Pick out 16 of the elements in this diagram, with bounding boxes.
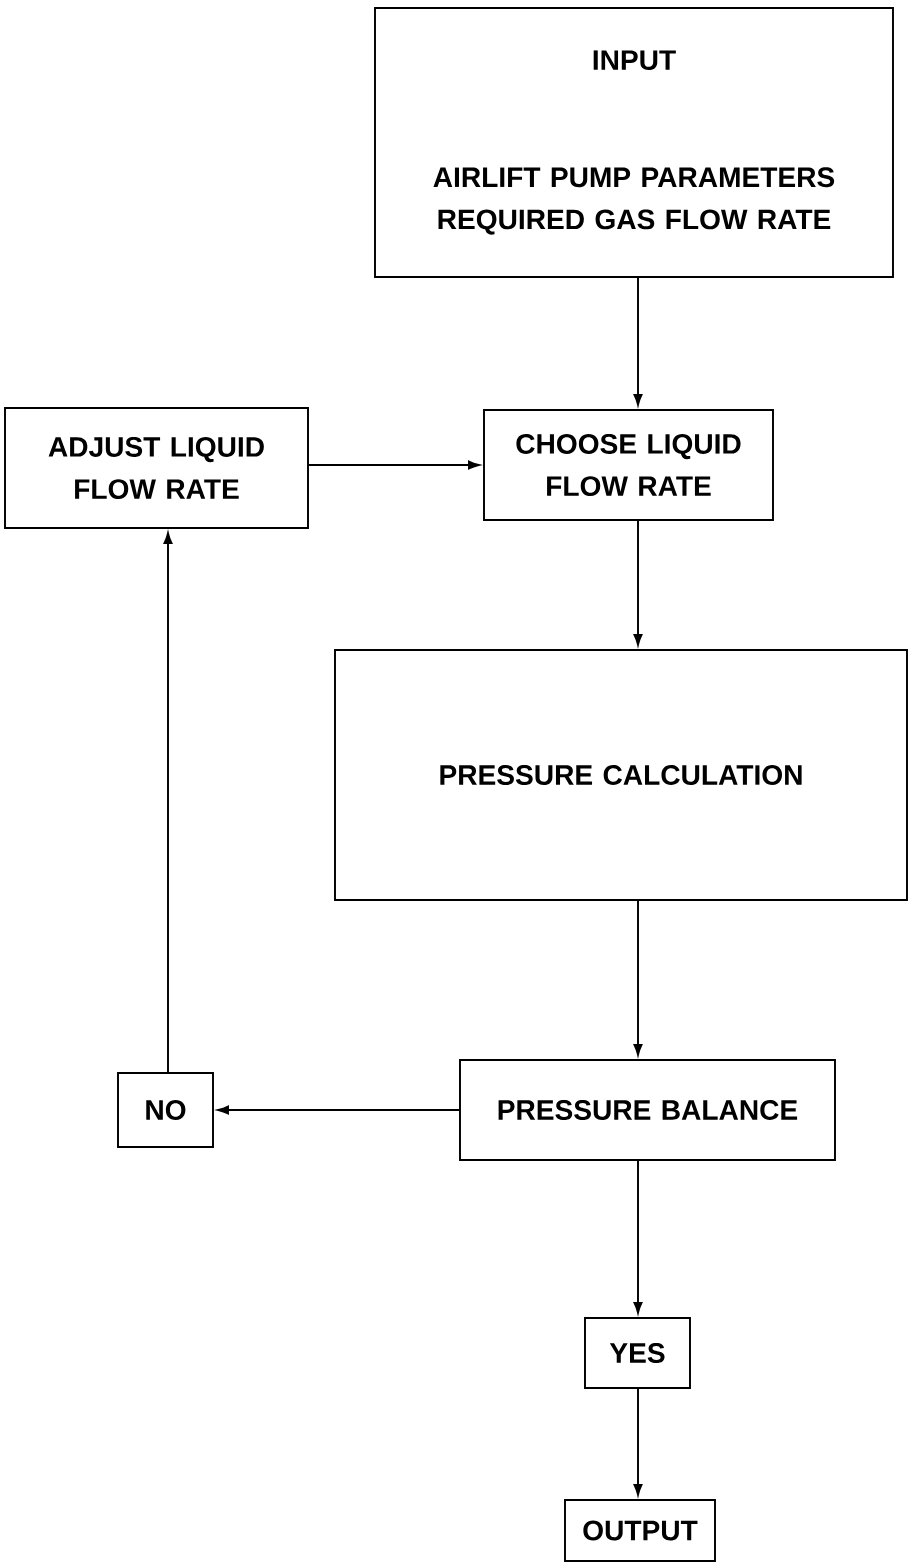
arrow xyxy=(308,460,480,470)
arrow xyxy=(217,1105,460,1115)
process-box: PRESSURE CALCULATION xyxy=(334,649,908,901)
process-box: CHOOSE LIQUID FLOW RATE xyxy=(483,409,774,521)
arrow xyxy=(633,900,643,1056)
arrow xyxy=(633,520,643,646)
process-box: YES xyxy=(584,1317,691,1389)
arrow xyxy=(163,532,173,1073)
process-box: NO xyxy=(117,1072,214,1148)
process-box: INPUT AIRLIFT PUMP PARAMETERS REQUIRED GAS FLOW RATE xyxy=(374,7,894,278)
process-box: ADJUST LIQUID FLOW RATE xyxy=(4,407,309,529)
arrow xyxy=(633,1388,643,1496)
process-box: PRESSURE BALANCE xyxy=(459,1059,836,1161)
process-box: OUTPUT xyxy=(564,1499,716,1562)
arrow xyxy=(633,1160,643,1314)
arrow xyxy=(633,277,643,406)
